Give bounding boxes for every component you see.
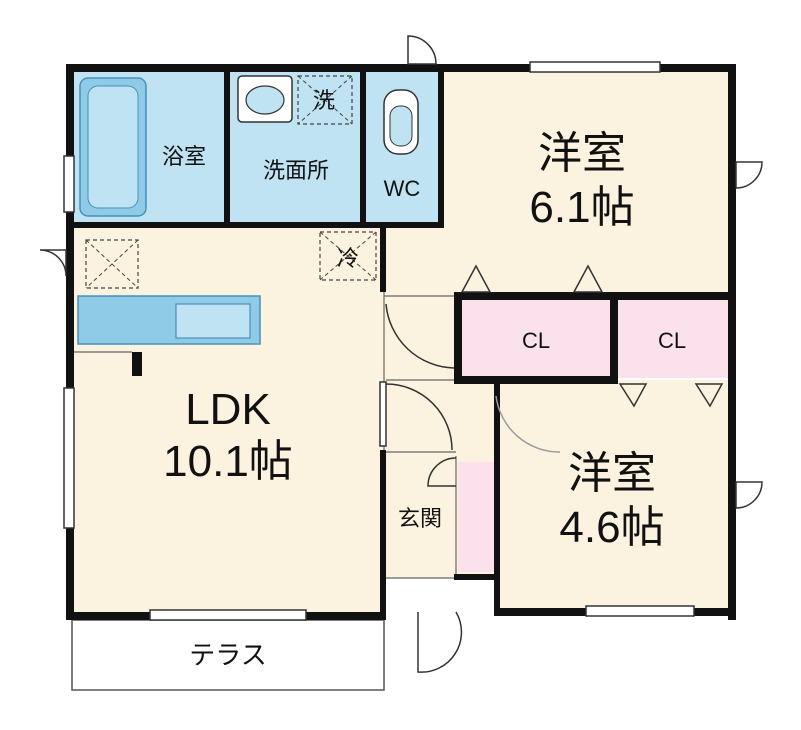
- window-ldk-bottom: [149, 609, 307, 621]
- window-western-2: [585, 605, 695, 617]
- fixtures: [77, 75, 419, 345]
- label-western-room-1-name: 洋室: [538, 129, 626, 178]
- label-entrance: 玄関: [398, 506, 442, 531]
- label-closet-2: CL: [658, 328, 686, 353]
- label-washroom: 洗面所: [263, 158, 329, 183]
- kitchen-sink-icon: [175, 303, 251, 339]
- label-western-room-2-size: 4.6帖: [559, 503, 664, 552]
- range-hood: [85, 239, 139, 289]
- doors: [39, 35, 763, 673]
- label-bath: 浴室: [162, 144, 206, 169]
- label-ldk-name: LDK: [185, 385, 271, 434]
- label-closet-1: CL: [522, 328, 550, 353]
- label-western-room-1-size: 6.1帖: [529, 183, 634, 232]
- terrace: [71, 619, 385, 691]
- floors: [72, 70, 728, 614]
- floor-shoe-closet: [458, 462, 494, 572]
- label-fridge: 冷: [337, 246, 359, 271]
- washing-machine-icon: [297, 75, 353, 125]
- label-washer: 洗: [313, 88, 335, 113]
- label-western-room-2-name: 洋室: [568, 449, 656, 498]
- floor-western-room-2: [496, 380, 728, 614]
- label-ldk-size: 10.1帖: [163, 437, 293, 486]
- window-bath: [63, 155, 75, 213]
- windows: [63, 61, 695, 621]
- floor-ldk: [72, 228, 384, 614]
- window-hall: [379, 381, 387, 447]
- floor-closet-1: [460, 298, 610, 378]
- window-ldk-side: [63, 387, 75, 529]
- label-terrace: テラス: [189, 640, 266, 670]
- fridge-space: [319, 231, 377, 281]
- label-wc: WC: [384, 176, 421, 201]
- floor-western-room-1: [440, 70, 728, 298]
- window-western-1: [529, 61, 661, 73]
- floor-closet-2: [618, 298, 728, 378]
